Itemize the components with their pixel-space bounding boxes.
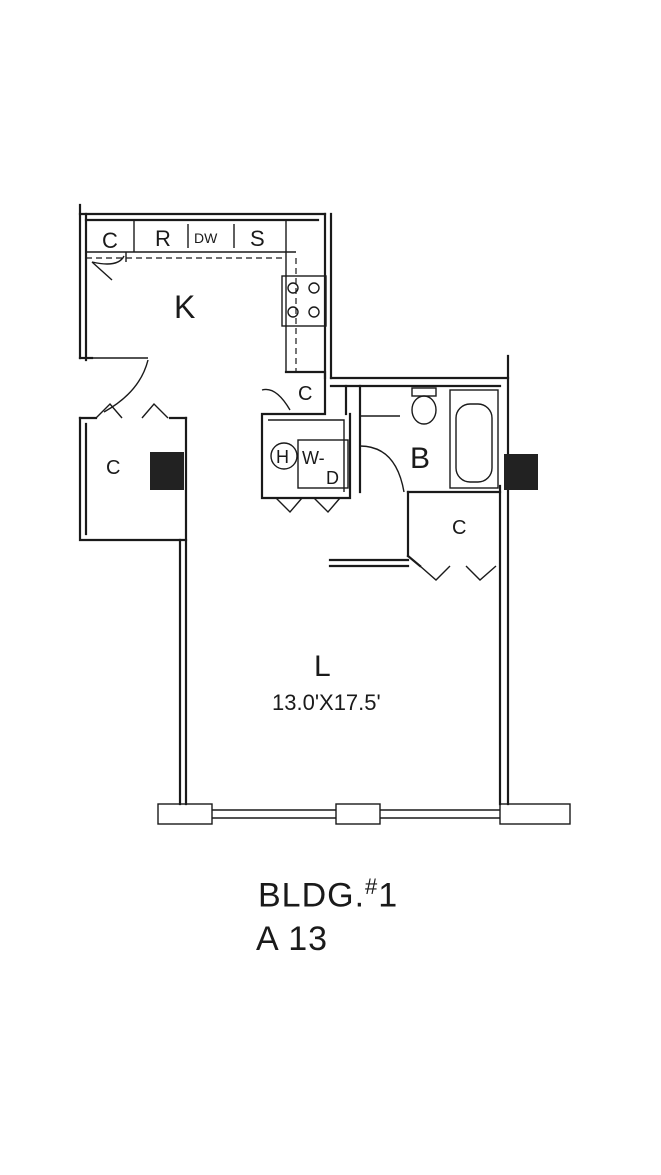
building-label: BLDG.: [258, 876, 366, 915]
chimney-left: [150, 452, 184, 490]
right-closet-label: C: [452, 517, 466, 539]
washer-label: W-: [302, 448, 325, 468]
kitchen-walls: [78, 203, 333, 380]
living-size-label: 13.0'X17.5': [272, 690, 381, 715]
utility-area: [260, 370, 352, 514]
unit-label: A 13: [256, 920, 329, 958]
building-number-sign: #: [365, 874, 379, 899]
sink-label: S: [250, 226, 265, 251]
left-closet-label: C: [106, 457, 120, 479]
bathroom-walls: [329, 376, 538, 558]
refrigerator-label: R: [155, 226, 171, 251]
entry-door: [92, 357, 149, 413]
dishwasher-label: DW: [194, 230, 218, 246]
dryer-label: D: [326, 468, 339, 488]
water-heater-label: H: [276, 447, 289, 467]
living-label: L: [314, 650, 331, 683]
utility-closet-label: C: [298, 383, 312, 405]
kitchen-label: K: [174, 289, 195, 325]
chimney-right: [504, 454, 538, 490]
right-closet: [328, 554, 497, 581]
kitchen-counter: [86, 220, 327, 372]
living-walls: [157, 354, 571, 825]
left-closet-walls: [78, 402, 188, 542]
building-caption: BLDG.#1: [258, 874, 398, 915]
bath-label: B: [410, 442, 430, 475]
kitchen-closet-label: C: [102, 228, 118, 253]
building-number: 1: [378, 876, 399, 915]
